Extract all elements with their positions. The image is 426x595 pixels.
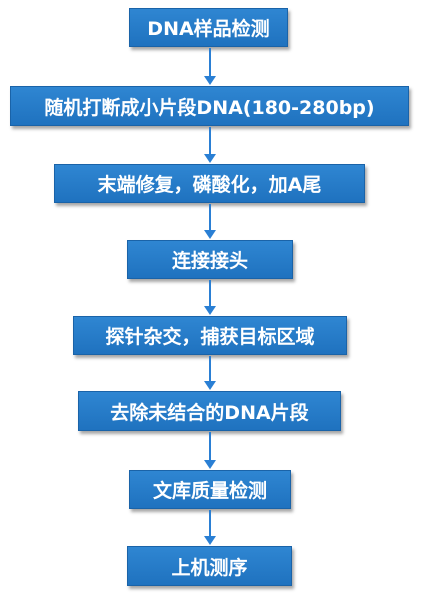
step-dna-sample-test: DNA样品检测 [129, 8, 288, 47]
step-random-fragmentation: 随机打断成小片段DNA(180-280bp) [10, 86, 409, 126]
step-adapter-ligation: 连接接头 [127, 240, 293, 279]
step-end-repair: 末端修复，磷酸化，加A尾 [54, 164, 365, 203]
arrow-5-to-6 [204, 356, 216, 390]
step-probe-hybridization: 探针杂交，捕获目标区域 [73, 316, 347, 355]
arrow-6-to-7 [204, 432, 216, 469]
arrow-2-to-3 [204, 127, 216, 163]
step-sequencing: 上机测序 [127, 546, 292, 586]
arrow-3-to-4 [204, 204, 216, 239]
step-remove-unbound-dna: 去除未结合的DNA片段 [78, 391, 341, 431]
arrow-1-to-2 [204, 48, 216, 85]
step-library-qc: 文库质量检测 [129, 470, 291, 509]
arrow-4-to-5 [204, 280, 216, 315]
arrow-7-to-8 [204, 510, 216, 545]
